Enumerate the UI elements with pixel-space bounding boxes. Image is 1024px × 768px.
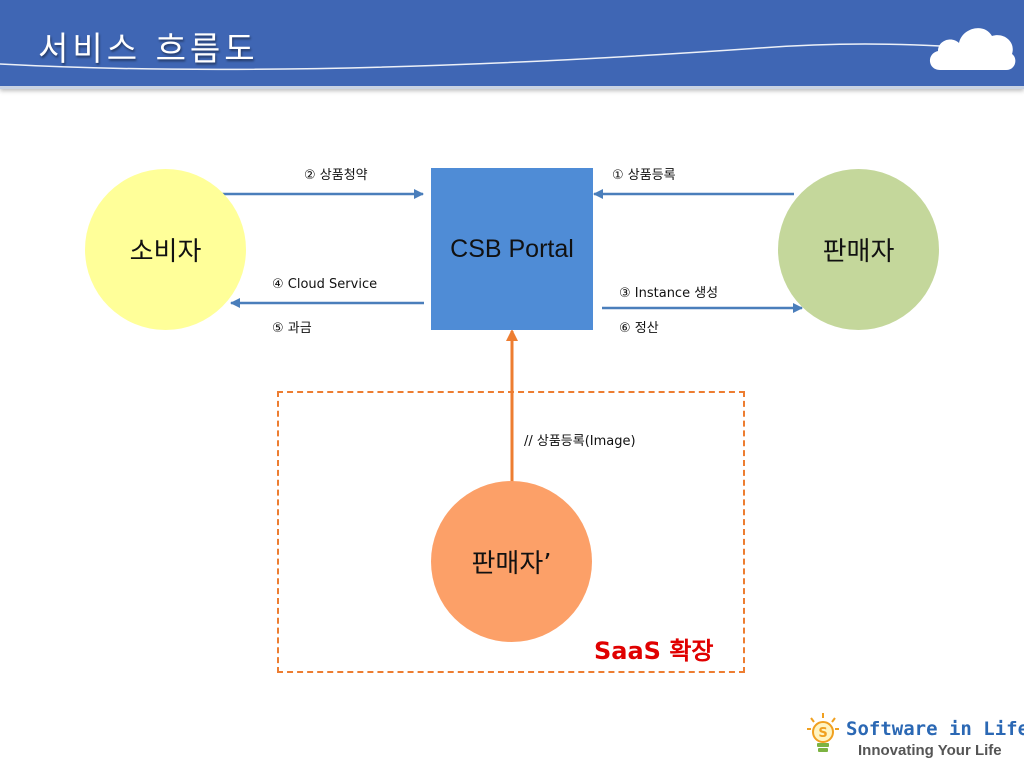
edge-label-cloud-service: ④ Cloud Service — [272, 277, 378, 292]
software-in-life-logo: S Software in Life Innovating Your Life — [806, 712, 1024, 764]
consumer-label: 소비자 — [129, 237, 202, 267]
edge-label-billing: ⑤ 과금 — [272, 321, 312, 336]
svg-text:S: S — [818, 726, 827, 741]
cloud-icon — [929, 28, 1016, 70]
seller-prime-label: 판매자’ — [471, 549, 552, 579]
seller-prime-node: 판매자’ — [431, 481, 592, 642]
seller-label: 판매자 — [822, 237, 895, 267]
csb-portal-node: CSB Portal — [431, 168, 593, 330]
saas-extension-label: SaaS 확장 — [594, 637, 714, 665]
edge-label-subscribe: ② 상품청약 — [304, 168, 368, 183]
page-title: 서비스 흐름도 — [38, 29, 259, 68]
edge-label-settlement: ⑥ 정산 — [619, 321, 659, 336]
edge-label-register: ① 상품등록 — [612, 168, 676, 183]
seller-node: 판매자 — [778, 169, 939, 330]
csb-portal-label: CSB Portal — [450, 234, 574, 263]
lightbulb-icon: S — [807, 713, 839, 752]
logo-wordmark: Software in Life — [846, 718, 1024, 740]
edge-label-register-image: // 상품등록(Image) — [524, 434, 636, 449]
header-swoosh — [0, 43, 941, 71]
logo-tagline: Innovating Your Life — [858, 742, 1002, 759]
consumer-node: 소비자 — [85, 169, 246, 330]
header-bar: 서비스 흐름도 — [0, 0, 1024, 89]
edge-label-instance: ③ Instance 생성 — [619, 286, 719, 301]
